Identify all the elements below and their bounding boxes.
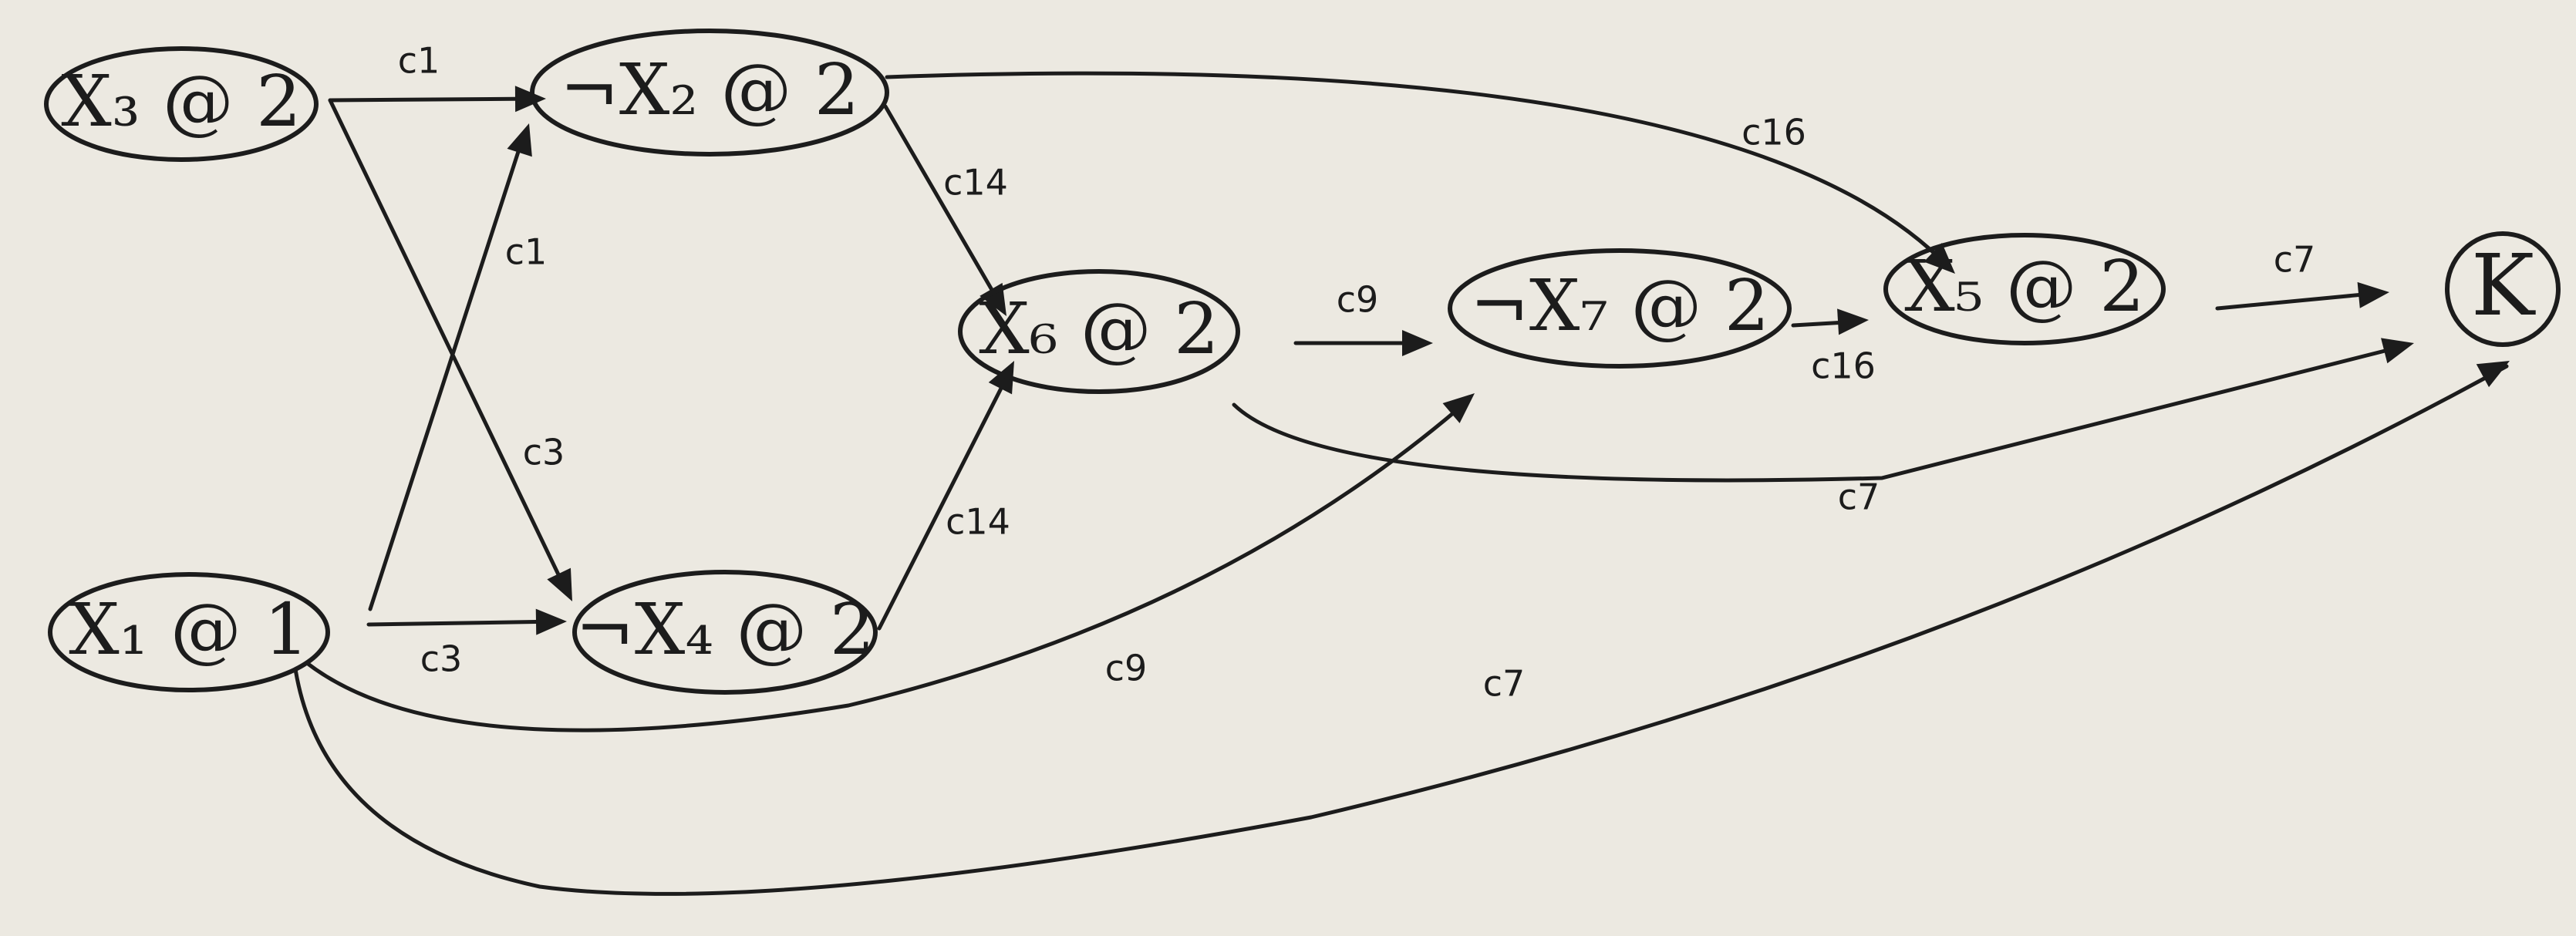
node-k: K	[2445, 231, 2561, 347]
node-label: X₆ @ 2	[979, 288, 1219, 370]
node-label: K	[2471, 236, 2536, 335]
edge-x6-to-k: c7	[1232, 338, 2414, 518]
arrowhead	[547, 567, 572, 601]
arrowhead	[514, 86, 546, 113]
node-ellipse	[958, 269, 1240, 394]
arrowhead	[2357, 281, 2389, 308]
node-x6: X₆ @ 2	[958, 269, 1240, 394]
node-label: ¬X₂ @ 2	[560, 49, 859, 131]
edge-line	[885, 71, 1950, 268]
arrowhead	[1924, 243, 1955, 274]
node-ellipse	[1448, 248, 1792, 369]
edge-x3-to-nx4: c3	[328, 98, 572, 601]
edge-nx7-to-x5: c16	[1791, 308, 1876, 387]
node-nx2: ¬X₂ @ 2	[530, 29, 889, 157]
edge-line	[293, 364, 2509, 896]
edge-x5-to-k: c7	[2215, 239, 2389, 311]
node-ellipse	[572, 570, 878, 695]
nodes-layer: X₃ @ 2 ¬X₂ @ 2 X₁ @ 1 ¬X₄ @ 2 X₆ @ 2 ¬X₇ @ 2 X…	[44, 29, 2561, 695]
edge-line	[305, 397, 1472, 732]
edge-x6-to-nx7: c9	[1293, 279, 1433, 356]
node-circle	[2445, 231, 2561, 347]
edge-label: c14	[946, 501, 1010, 543]
edge-line	[366, 619, 561, 627]
edge-nx4-to-x6: c14	[877, 361, 1014, 631]
edge-line	[2215, 291, 2382, 311]
edge-label: c16	[1811, 345, 1876, 387]
edge-label: c7	[1483, 663, 1526, 705]
edge-label: c14	[943, 162, 1008, 204]
arrowhead	[1837, 308, 1869, 335]
edge-label: c9	[1105, 648, 1148, 689]
edges-layer: c1 c1 c3 c3 c14 c14 c16 c9 c16 c7 c7 c9 c7	[293, 40, 2510, 896]
arrowhead	[2381, 338, 2414, 364]
arrowhead	[1442, 393, 1475, 423]
edge-x3-to-nx2: c1	[328, 40, 546, 113]
edge-line	[883, 104, 1005, 311]
edge-label: c7	[2274, 239, 2316, 281]
node-label: ¬X₄ @ 2	[575, 588, 875, 671]
node-ellipse	[530, 29, 889, 157]
node-x3: X₃ @ 2	[44, 46, 319, 162]
edge-label: c9	[1337, 279, 1379, 321]
edge-nx2-to-x6: c14	[883, 104, 1008, 316]
edge-label: c1	[398, 40, 440, 82]
edge-label: c3	[420, 638, 463, 680]
edge-line	[368, 130, 527, 611]
edge-nx2-to-x5: c16	[885, 71, 1955, 274]
edge-label: c3	[523, 432, 565, 473]
node-label: X₃ @ 2	[61, 60, 301, 143]
edge-line	[877, 368, 1013, 631]
node-x5: X₅ @ 2	[1883, 233, 2166, 345]
edge-x1-to-nx4: c3	[366, 608, 567, 680]
edge-x1-to-nx7: c9	[305, 393, 1475, 732]
node-label: ¬X₇ @ 2	[1470, 264, 1769, 347]
node-label: X₅ @ 2	[1904, 245, 2144, 328]
node-ellipse	[44, 46, 319, 162]
arrowhead	[535, 608, 567, 635]
edge-x1-to-nx2: c1	[368, 123, 548, 611]
edge-label: c7	[1838, 476, 1880, 518]
node-ellipse	[48, 572, 330, 692]
edge-label: c16	[1741, 112, 1806, 153]
node-nx7: ¬X₇ @ 2	[1448, 248, 1792, 369]
arrowhead	[2476, 361, 2510, 388]
arrowhead	[988, 361, 1014, 395]
node-label: X₁ @ 1	[69, 588, 309, 671]
edge-line	[328, 96, 542, 103]
edge-x1-to-k: c7	[293, 361, 2510, 896]
node-x1: X₁ @ 1	[48, 572, 330, 692]
arrowhead	[1402, 330, 1433, 356]
edge-label: c1	[505, 231, 548, 273]
arrowhead	[507, 123, 532, 157]
edge-line	[1232, 343, 2409, 483]
node-ellipse	[1883, 233, 2166, 345]
edge-line	[328, 98, 569, 594]
node-nx4: ¬X₄ @ 2	[572, 570, 878, 695]
